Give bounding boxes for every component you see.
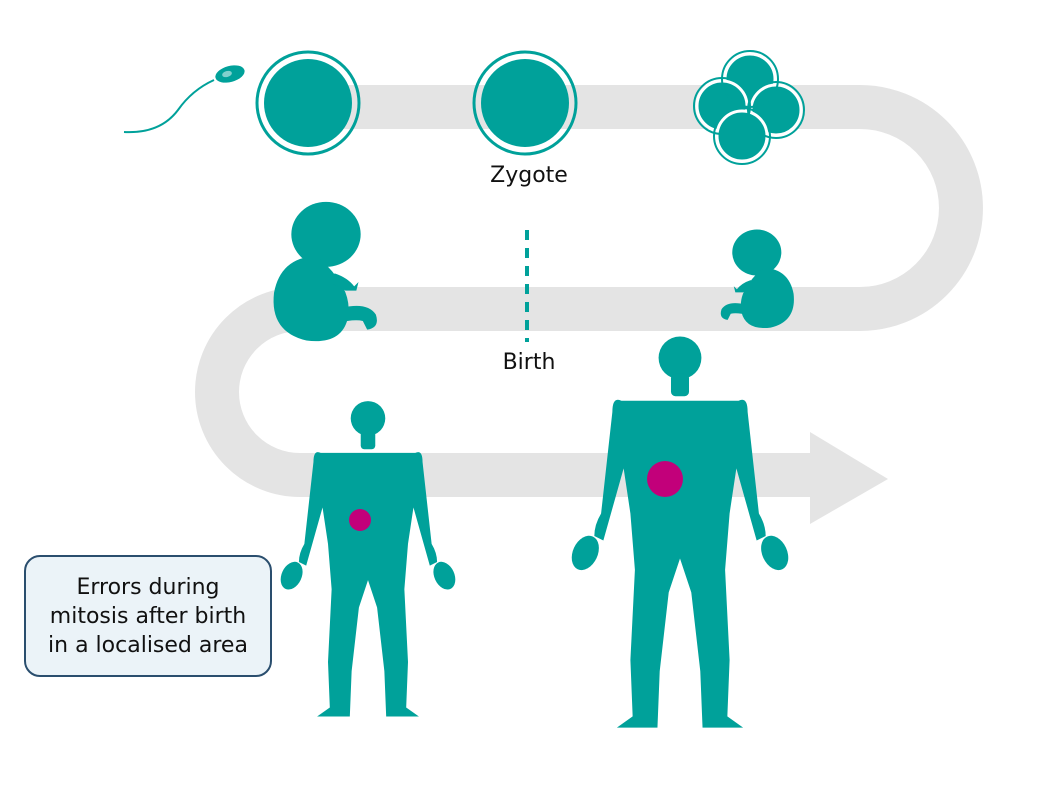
sperm-icon — [123, 65, 245, 134]
child-lesion-marker — [349, 509, 371, 531]
adult-lesion-marker — [647, 461, 683, 497]
zygote-label: Zygote — [490, 163, 568, 188]
note-line-1: Errors during — [76, 574, 220, 600]
note-line-2: mitosis after birth — [49, 603, 247, 629]
zygote-cell-icon — [472, 50, 578, 156]
development-path-track — [195, 85, 983, 497]
birth-label: Birth — [502, 350, 556, 375]
development-path-arrowhead — [810, 432, 888, 524]
four-cell-embryo-icon — [693, 50, 805, 165]
mitosis-note-box: Errors during mitosis after birth in a l… — [24, 555, 272, 677]
fetus-late-icon — [273, 201, 377, 342]
adult-figure-icon — [566, 336, 794, 728]
fetus-early-icon — [720, 229, 794, 329]
child-figure-icon — [276, 401, 460, 717]
note-line-3: in a localised area — [48, 632, 248, 658]
egg-cell-icon — [255, 50, 361, 156]
